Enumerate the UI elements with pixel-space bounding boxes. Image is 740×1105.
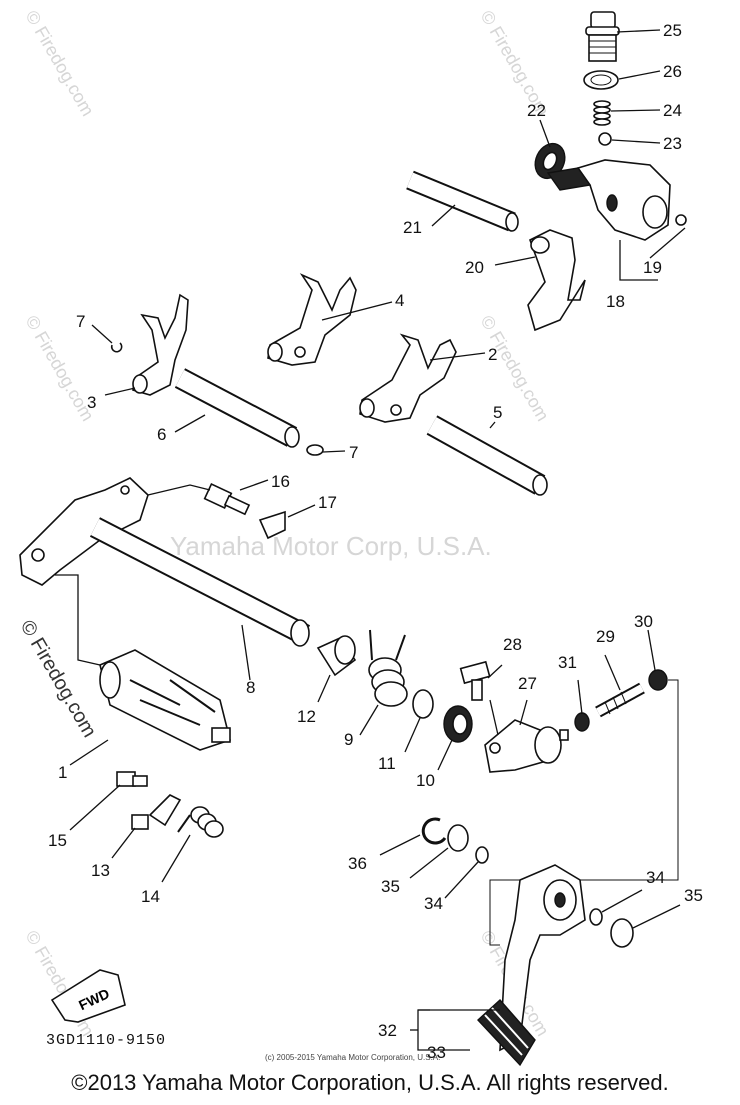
callout-32: 32: [378, 1021, 397, 1040]
part-13-screw: [131, 814, 149, 830]
callout-13: 13: [91, 861, 110, 880]
callout-33: 33: [427, 1043, 446, 1062]
callout-7: 7: [349, 443, 358, 462]
part-17-plate: [258, 510, 286, 540]
callout-35: 35: [684, 886, 703, 905]
callout-7: 7: [76, 312, 85, 331]
small-copyright: (c) 2005-2015 Yamaha Motor Corporation, …: [265, 1053, 441, 1062]
callout-24: 24: [663, 101, 682, 120]
part-4-shift-fork: [267, 273, 357, 366]
part-11-washer: [412, 689, 434, 719]
part-8-shift-shaft: [19, 477, 311, 647]
part-27-shift-arm: [484, 719, 569, 773]
part-36-clip: [421, 817, 447, 845]
part-28-bolt: [459, 660, 491, 701]
callout-4: 4: [395, 291, 404, 310]
part-9-spring: [368, 629, 408, 707]
callout-17: 17: [318, 493, 337, 512]
callout-15: 15: [48, 831, 67, 850]
part-1-shift-drum: [99, 649, 231, 751]
part-18-segment: [546, 159, 687, 241]
watermark-side: © Firedog.com: [16, 617, 101, 742]
callout-5: 5: [493, 403, 502, 422]
callout-19: 19: [643, 258, 662, 277]
leader-lines: [55, 29, 686, 1051]
callout-27: 27: [518, 674, 537, 693]
footer-copyright: ©2013 Yamaha Motor Corporation, U.S.A. A…: [71, 1070, 669, 1095]
part-29-rod: [595, 682, 645, 718]
part-21-guide-bar: [406, 170, 519, 232]
part-33-rubber: [477, 999, 536, 1067]
drawing-code: 3GD1110-9150: [46, 1032, 167, 1049]
callout-18: 18: [606, 292, 625, 311]
part-5-guide-bar: [426, 415, 548, 496]
assembly-bracket: [489, 679, 679, 946]
part-25-bolt: [585, 11, 620, 62]
callout-34: 34: [424, 894, 443, 913]
callout-1: 1: [58, 763, 67, 782]
part-12-collar: [316, 635, 357, 677]
callout-20: 20: [465, 258, 484, 277]
callout-26: 26: [663, 62, 682, 81]
part-30-nut: [648, 669, 668, 691]
callout-29: 29: [596, 627, 615, 646]
part-stopper-lever: [148, 794, 182, 827]
callout-23: 23: [663, 134, 682, 153]
part-15-screw: [116, 771, 148, 787]
callout-35: 35: [381, 877, 400, 896]
callout-34: 34: [646, 868, 665, 887]
callout-12: 12: [297, 707, 316, 726]
part-20-shift-fork: [527, 229, 586, 332]
part-34-oring-b: [589, 908, 603, 926]
callout-25: 25: [663, 21, 682, 40]
callout-6: 6: [157, 425, 166, 444]
part-23-ball: [598, 132, 612, 146]
part-7-clip: [110, 342, 123, 353]
callout-11: 11: [378, 754, 396, 773]
part-7-clip-b: [306, 444, 324, 456]
callout-2: 2: [488, 345, 497, 364]
part-16-bolt: [203, 483, 251, 516]
watermark-center: Yamaha Motor Corp, U.S.A.: [170, 531, 492, 561]
callout-10: 10: [416, 771, 435, 790]
part-34-oring: [475, 846, 489, 864]
part-2-shift-fork: [359, 333, 457, 423]
callouts: 25 26 24 23 22 21 20 19 18 4 7 3 2 5 6 7…: [48, 21, 703, 1062]
part-26-gasket: [583, 70, 619, 90]
part-35-washer-b: [610, 918, 634, 948]
callout-36: 36: [348, 854, 367, 873]
part-10-oil-seal: [443, 705, 473, 743]
watermark-side: © Firedog.com: [22, 7, 98, 119]
part-6-guide-bar: [174, 368, 300, 448]
callout-21: 21: [403, 218, 422, 237]
callout-22: 22: [527, 101, 546, 120]
part-14-spring: [177, 806, 224, 838]
callout-31: 31: [558, 653, 577, 672]
callout-14: 14: [141, 887, 160, 906]
callout-28: 28: [503, 635, 522, 654]
part-32-shift-pedal: [499, 864, 586, 1052]
part-24-spring: [593, 100, 611, 126]
part-3-shift-fork: [132, 293, 189, 396]
callout-16: 16: [271, 472, 290, 491]
part-35-washer: [447, 824, 469, 852]
fwd-arrow-icon: FWD: [50, 969, 126, 1023]
callout-3: 3: [87, 393, 96, 412]
watermark-side: © Firedog.com: [477, 312, 553, 424]
callout-9: 9: [344, 730, 353, 749]
callout-30: 30: [634, 612, 653, 631]
part-22-bearing: [534, 142, 566, 180]
part-31-nut: [574, 712, 590, 732]
callout-8: 8: [246, 678, 255, 697]
